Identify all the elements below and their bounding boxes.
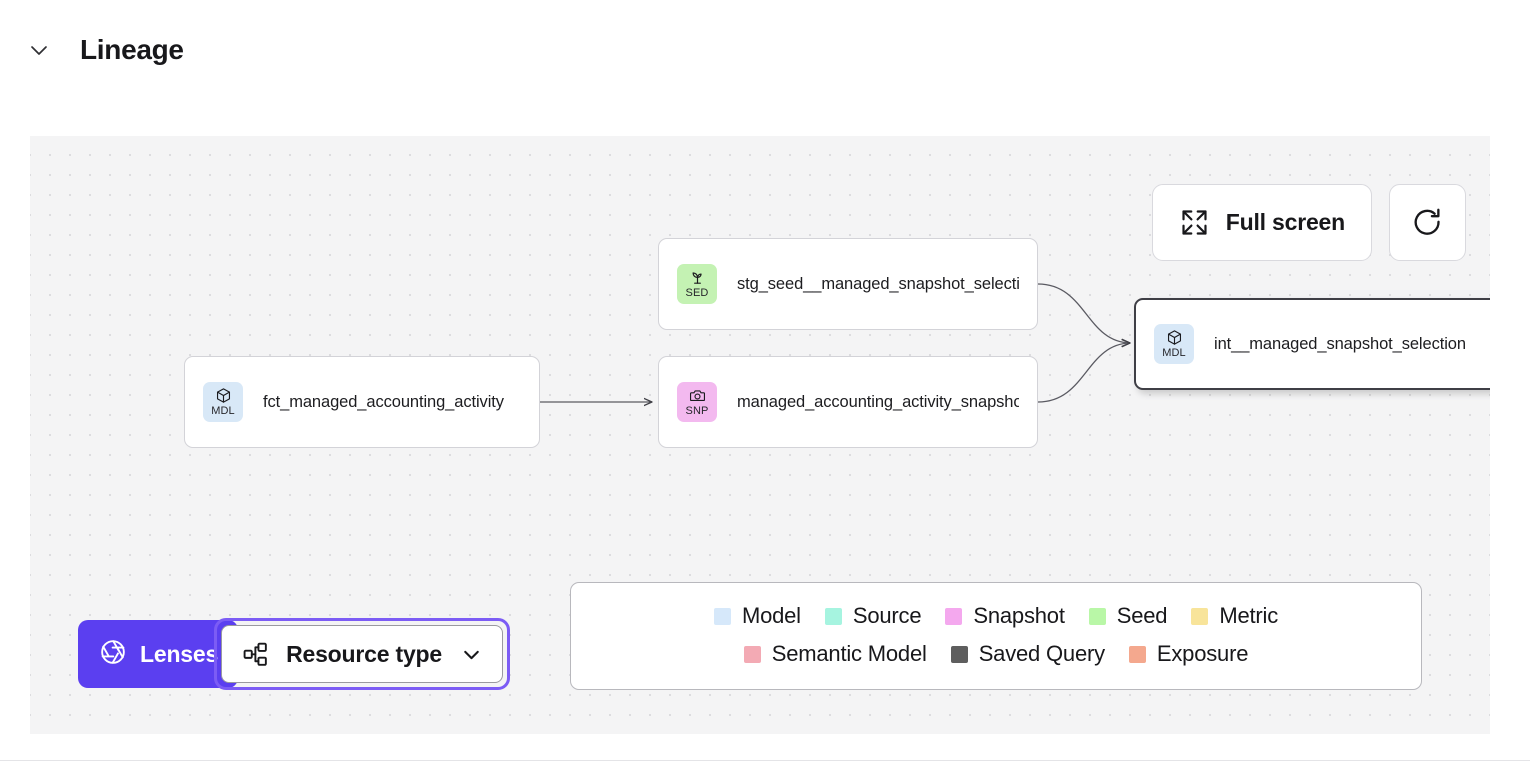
- refresh-icon: [1411, 206, 1444, 239]
- legend-row: Semantic Model Saved Query Exposure: [571, 635, 1421, 673]
- chevron-down-icon: [27, 38, 51, 62]
- resource-type-focus-ring: Resource type: [214, 618, 510, 690]
- lineage-node-snapshot[interactable]: SNP managed_accounting_activity_snapshot: [658, 356, 1038, 448]
- lens-controls: Lenses Resource type: [78, 618, 510, 690]
- legend-label: Model: [741, 603, 801, 628]
- lineage-graph-canvas[interactable]: MDL fct_managed_accounting_activity SED …: [30, 136, 1490, 734]
- legend-label: Saved Query: [978, 641, 1105, 666]
- legend-swatch: [824, 607, 842, 625]
- legend-label: Semantic Model: [771, 641, 927, 666]
- node-type-code: SED: [685, 287, 709, 299]
- lineage-node-seed-stg[interactable]: SED stg_seed__managed_snapshot_selecti..…: [658, 238, 1038, 330]
- refresh-button[interactable]: [1389, 184, 1466, 261]
- node-label: stg_seed__managed_snapshot_selecti...: [737, 274, 1019, 293]
- legend-item-seed: Seed: [1088, 603, 1168, 629]
- cube-icon: [1166, 329, 1183, 346]
- legend-label: Metric: [1219, 603, 1279, 628]
- chevron-down-icon: [459, 642, 484, 667]
- legend-swatch: [1191, 607, 1209, 625]
- legend-swatch: [945, 607, 963, 625]
- hierarchy-icon: [242, 641, 269, 668]
- legend-swatch: [743, 645, 761, 663]
- full-screen-label: Full screen: [1225, 209, 1345, 235]
- legend-label: Exposure: [1156, 641, 1249, 666]
- node-type-badge-snapshot: SNP: [677, 382, 717, 422]
- lineage-legend: Model Source Snapshot Seed Metric S: [570, 582, 1422, 690]
- node-label: fct_managed_accounting_activity: [263, 392, 504, 411]
- legend-item-snapshot: Snapshot: [945, 603, 1065, 629]
- bottom-divider: [0, 760, 1530, 761]
- lineage-node-model-fct[interactable]: MDL fct_managed_accounting_activity: [184, 356, 540, 448]
- edge-snapshot-to-int: [1037, 343, 1130, 403]
- node-label: managed_accounting_activity_snapshot: [737, 392, 1019, 411]
- expand-arrows-icon: [1179, 207, 1210, 238]
- legend-item-semantic-model: Semantic Model: [743, 641, 927, 667]
- node-label: int__managed_snapshot_selection: [1214, 334, 1466, 353]
- legend-label: Source: [852, 603, 922, 628]
- node-type-badge-model: MDL: [203, 382, 243, 422]
- sprout-icon: [689, 269, 706, 286]
- legend-swatch: [1088, 607, 1106, 625]
- legend-swatch: [1128, 645, 1146, 663]
- legend-swatch: [713, 607, 731, 625]
- aperture-icon: [99, 638, 127, 671]
- legend-row: Model Source Snapshot Seed Metric: [571, 597, 1421, 635]
- node-type-code: SNP: [685, 405, 709, 417]
- lenses-label: Lenses: [140, 640, 219, 667]
- legend-label: Snapshot: [973, 603, 1065, 628]
- lineage-node-model-int-selected[interactable]: MDL int__managed_snapshot_selection: [1134, 298, 1490, 390]
- legend-item-saved-query: Saved Query: [950, 641, 1105, 667]
- node-type-badge-model: MDL: [1154, 324, 1194, 364]
- legend-label: Seed: [1116, 603, 1168, 628]
- edge-stg-to-int: [1037, 283, 1130, 343]
- page-title: Lineage: [80, 34, 184, 65]
- legend-item-exposure: Exposure: [1128, 641, 1249, 667]
- node-type-code: MDL: [1162, 347, 1186, 359]
- section-collapse-toggle[interactable]: [16, 27, 62, 73]
- legend-swatch: [950, 645, 968, 663]
- legend-item-source: Source: [824, 603, 922, 629]
- camera-icon: [689, 387, 706, 404]
- resource-type-dropdown[interactable]: Resource type: [221, 625, 503, 683]
- legend-item-model: Model: [713, 603, 801, 629]
- resource-type-label: Resource type: [286, 640, 442, 667]
- full-screen-button[interactable]: Full screen: [1151, 184, 1372, 261]
- node-type-badge-seed: SED: [677, 264, 717, 304]
- canvas-toolbar: Full screen: [1151, 184, 1466, 261]
- cube-icon: [215, 387, 232, 404]
- lineage-section-header: Lineage: [0, 0, 1530, 100]
- node-type-code: MDL: [211, 405, 235, 417]
- lenses-button[interactable]: Lenses: [78, 620, 239, 688]
- legend-item-metric: Metric: [1191, 603, 1278, 629]
